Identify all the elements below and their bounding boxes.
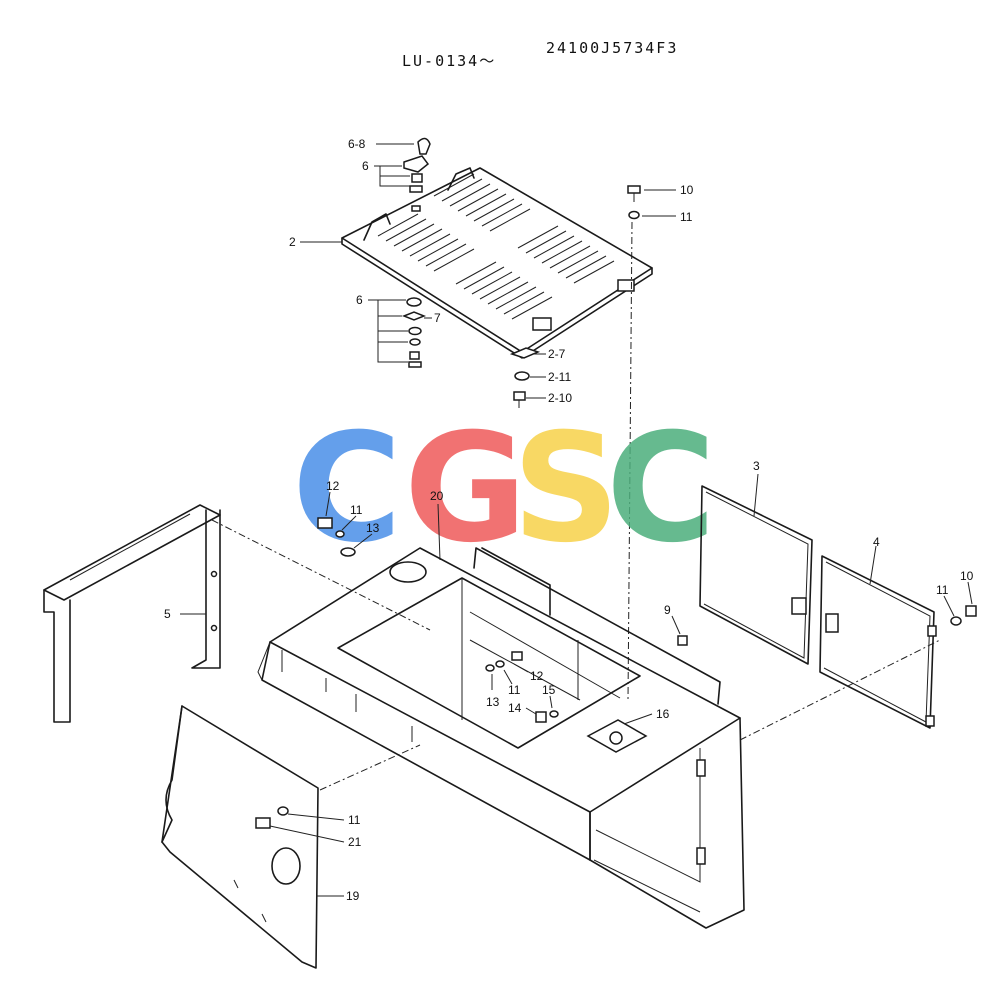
callout-3: 3 xyxy=(753,459,760,473)
callout-15: 15 xyxy=(542,683,556,697)
watermark-letter-4: C xyxy=(606,402,716,576)
callout-2-7: 2-7 xyxy=(548,347,566,361)
nut-14 xyxy=(535,711,547,723)
bolt-12-left xyxy=(317,517,333,529)
support-bracket-5 xyxy=(43,504,221,723)
louvered-top-cover xyxy=(341,167,653,359)
alignment-line-bottom xyxy=(319,744,421,791)
watermark-letter-3: S xyxy=(512,402,620,576)
callout-7: 7 xyxy=(434,311,441,325)
louver-slots xyxy=(377,173,615,320)
callout-13-left: 13 xyxy=(366,521,380,535)
callout-16: 16 xyxy=(656,707,670,721)
side-door-3 xyxy=(699,485,813,665)
callout-21: 21 xyxy=(348,835,362,849)
callout-9: 9 xyxy=(664,603,671,617)
callout-11-mid: 11 xyxy=(508,683,521,697)
washer-11-right xyxy=(950,616,962,626)
callout-4: 4 xyxy=(873,535,880,549)
washer-11-left xyxy=(335,530,345,538)
side-panel-19 xyxy=(161,705,319,969)
washer-15 xyxy=(549,710,559,718)
callout-12-mid: 12 xyxy=(530,669,544,683)
callout-11-bottom: 11 xyxy=(348,813,361,827)
part-number: 24100J5734F3 xyxy=(546,39,678,57)
cgsc-watermark: C G S C xyxy=(292,402,716,576)
washer-13-mid xyxy=(485,664,495,672)
callout-11-top: 11 xyxy=(680,210,693,224)
callout-2-11: 2-11 xyxy=(548,370,571,384)
callout-12-left: 12 xyxy=(326,479,340,493)
callout-5: 5 xyxy=(164,607,171,621)
alignment-line-vertical xyxy=(627,221,633,701)
serial-range: LU-0134～ xyxy=(402,52,496,70)
callout-19: 19 xyxy=(346,889,360,903)
watermark-letter-2: G xyxy=(404,402,527,576)
callout-6-top: 6 xyxy=(362,159,369,173)
bolt-12-mid xyxy=(511,651,523,661)
washer-11-mid xyxy=(495,660,505,668)
alignment-line-left xyxy=(211,519,431,631)
callout-13-mid: 13 xyxy=(486,695,500,709)
hinge-hardware-stack xyxy=(509,347,541,408)
latch-hardware-stack xyxy=(401,297,427,368)
watermark-letter-1: C xyxy=(292,402,402,576)
bolt-9 xyxy=(677,635,688,646)
callout-10-right: 10 xyxy=(960,569,974,583)
washer-13-left xyxy=(340,547,356,557)
bolt-10-top xyxy=(627,185,641,194)
washer-11-bottom xyxy=(277,806,289,816)
alignment-line-right xyxy=(739,639,941,741)
washer-11-top xyxy=(628,210,640,220)
leader-lines xyxy=(180,143,973,897)
callout-2-10: 2-10 xyxy=(548,391,572,405)
callout-10-top: 10 xyxy=(680,183,694,197)
main-frame-20 xyxy=(257,547,745,929)
bolt-21 xyxy=(255,817,271,829)
callout-6-8: 6-8 xyxy=(348,137,366,151)
callout-14: 14 xyxy=(508,701,522,715)
callout-11-right: 11 xyxy=(936,583,949,597)
callout-6-mid: 6 xyxy=(356,293,363,307)
latch-assembly-top xyxy=(403,137,431,212)
callout-2: 2 xyxy=(289,235,296,249)
side-door-4 xyxy=(819,555,937,729)
bolt-10-right xyxy=(965,605,977,617)
callout-11-left: 11 xyxy=(350,503,363,517)
callout-20: 20 xyxy=(430,489,444,503)
